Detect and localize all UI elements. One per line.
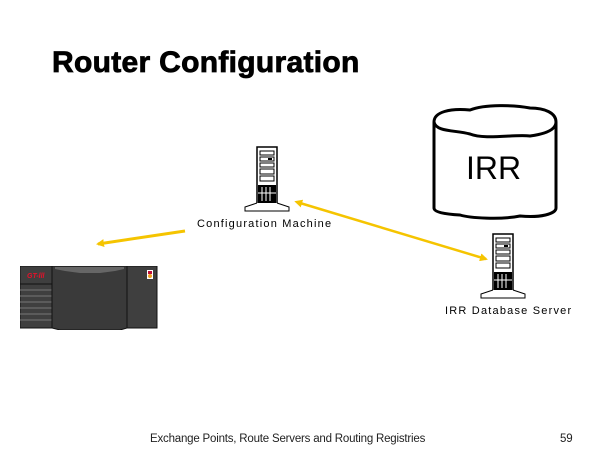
arrow-config-to-irr-server	[294, 199, 488, 262]
arrow-config-to-router	[96, 229, 186, 248]
slide-title: Router Configuration	[52, 46, 360, 80]
irr-database-server-icon[interactable]	[478, 232, 530, 300]
irr-database-server-label: IRR Database Server	[445, 305, 573, 317]
database-cylinder-icon	[432, 104, 558, 220]
router-chassis-icon[interactable]: GT-lll	[20, 266, 160, 330]
config-machine-server-icon[interactable]	[242, 145, 294, 213]
footer-text: Exchange Points, Route Servers and Routi…	[150, 433, 426, 445]
irr-label: IRR	[466, 150, 522, 186]
page-number: 59	[560, 433, 573, 445]
svg-text:GT-lll: GT-lll	[27, 273, 46, 280]
config-machine-label: Configuration Machine	[197, 218, 333, 230]
